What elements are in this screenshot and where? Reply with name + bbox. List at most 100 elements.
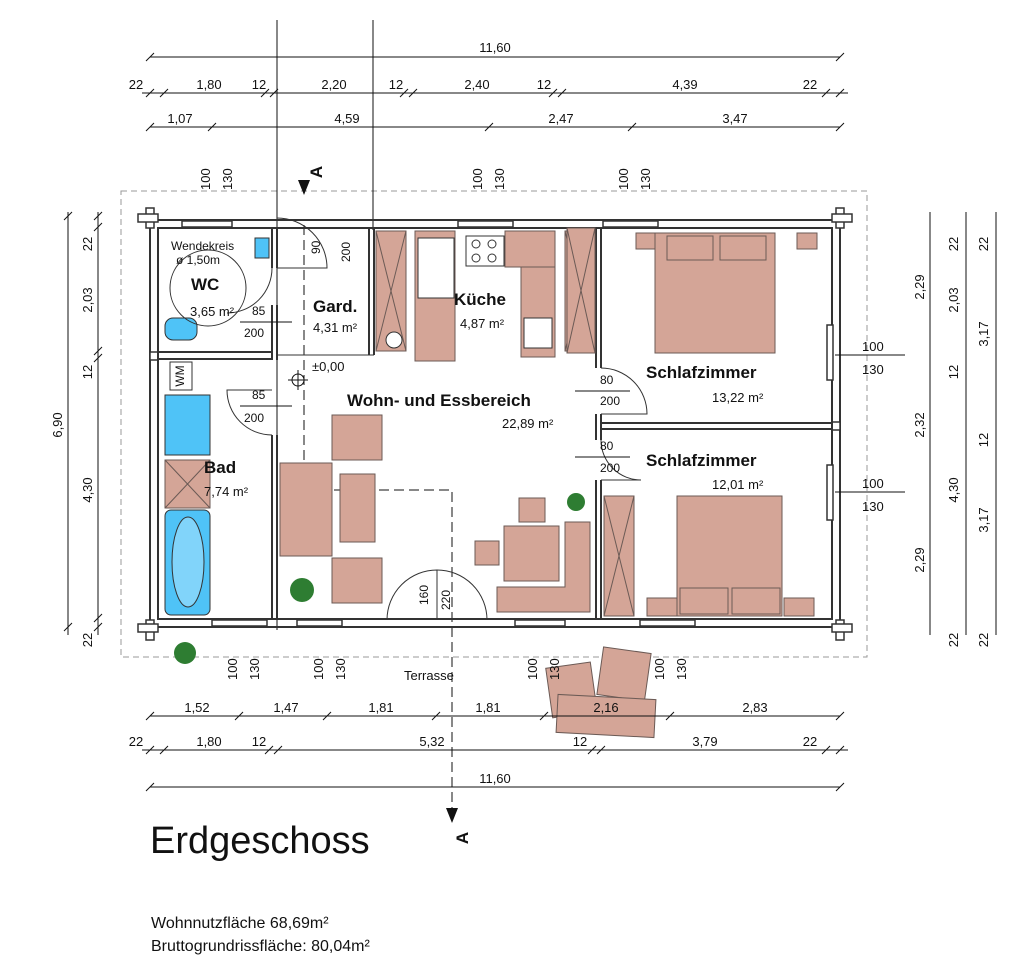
dim-left-part-0: 22 — [80, 237, 95, 251]
dim-left-part-2: 12 — [80, 365, 95, 379]
door-bad-w: 85 — [252, 388, 266, 402]
wc-note1: Wendekreis — [171, 239, 234, 253]
living-furniture — [279, 414, 591, 613]
dim-right-c-1: 3,17 — [976, 321, 991, 346]
win-bot2-b: 130 — [333, 658, 348, 680]
bedroom1-cross — [566, 227, 596, 354]
drawing-title: Erdgeschoss — [150, 820, 370, 862]
win-bot3-b: 130 — [547, 658, 562, 680]
dim-right-b-0: 22 — [946, 237, 961, 251]
drain — [385, 331, 403, 349]
kitchen-sink — [417, 237, 455, 299]
dim-right-a-1: 2,32 — [912, 412, 927, 437]
door-gard-w: 90 — [309, 240, 323, 254]
schlaf2-name: Schlafzimmer — [646, 451, 757, 470]
dim-right-c-2: 12 — [976, 433, 991, 447]
washing-machine — [169, 361, 193, 391]
door-schlaf2-w: 80 — [600, 439, 614, 453]
dim-left-part-3: 4,30 — [80, 477, 95, 502]
dim-top-row2-0: 22 — [129, 77, 143, 92]
terrasse-label: Terrasse — [404, 668, 454, 683]
wc-name: WC — [191, 275, 219, 294]
win-bot2-a: 100 — [311, 658, 326, 680]
gard-area: 4,31 m² — [313, 320, 358, 335]
win-right2-b: 130 — [862, 499, 884, 514]
kueche-area: 4,87 m² — [460, 316, 505, 331]
door-bad-h: 200 — [244, 411, 264, 425]
dim-top-row2-3: 2,20 — [321, 77, 346, 92]
dim-right-c-0: 22 — [976, 237, 991, 251]
dim-bottom-row2-0: 22 — [129, 734, 143, 749]
dim-right-b-3: 4,30 — [946, 477, 961, 502]
stove-burners — [471, 239, 497, 263]
dim-left-total: 6,90 — [50, 412, 65, 437]
bathtub-basin — [171, 516, 205, 608]
kitchen-stove — [465, 235, 505, 267]
win-top3-a: 100 — [616, 168, 631, 190]
dim-right-b-1: 2,03 — [946, 287, 961, 312]
sink-bad — [164, 394, 211, 456]
bedroom1-furniture — [566, 227, 818, 354]
dim-bottom-row2-3: 5,32 — [419, 734, 444, 749]
dim-right-c-3: 3,17 — [976, 507, 991, 532]
dim-bottom-row2-1: 1,80 — [196, 734, 221, 749]
dim-top-row3-0: 1,07 — [167, 111, 192, 126]
win-top1-b: 130 — [220, 168, 235, 190]
dim-bottom-row1-1: 1,47 — [273, 700, 298, 715]
door-wc-h: 200 — [244, 326, 264, 340]
door-schlaf2-h: 200 — [600, 461, 620, 475]
bedroom2-cross — [603, 495, 635, 617]
log-corners — [137, 207, 853, 641]
win-top3-b: 130 — [638, 168, 653, 190]
door-schlaf1-w: 80 — [600, 373, 614, 387]
bad-name: Bad — [204, 458, 236, 477]
windows — [181, 220, 834, 627]
dim-top-row2-7: 4,39 — [672, 77, 697, 92]
dim-bottom-total: 11,60 — [479, 771, 511, 786]
door-swings — [226, 217, 648, 621]
dim-bottom-row2-2: 12 — [252, 734, 266, 749]
win-right1-a: 100 — [862, 339, 884, 354]
dim-top-row2-8: 22 — [803, 77, 817, 92]
dim-bottom-row2-6: 22 — [803, 734, 817, 749]
dim-bottom-row1-3: 1,81 — [475, 700, 500, 715]
win-top1-a: 100 — [198, 168, 213, 190]
dim-top-row2-5: 2,40 — [464, 77, 489, 92]
win-bot4-a: 100 — [652, 658, 667, 680]
dim-top-row2-2: 12 — [252, 77, 266, 92]
dim-top-total: 11,60 — [479, 40, 511, 55]
dim-right-a-0: 2,29 — [912, 274, 927, 299]
win-top2-b: 130 — [492, 168, 507, 190]
info-wohnnutzflaeche: Wohnnutzfläche 68,69m² — [151, 915, 329, 932]
dim-bottom-row2-5: 3,79 — [692, 734, 717, 749]
dim-top-row3-1: 4,59 — [334, 111, 359, 126]
door-wc-w: 85 — [252, 304, 266, 318]
win-right1-b: 130 — [862, 362, 884, 377]
level-label: ±0,00 — [312, 359, 344, 374]
wc-note2: ø 1,50m — [176, 253, 220, 267]
wc-sink — [254, 237, 270, 259]
dim-top-row2-4: 12 — [389, 77, 403, 92]
dimension-lines — [67, 56, 997, 788]
dim-bottom-row1-5: 2,83 — [742, 700, 767, 715]
wc-area: 3,65 m² — [190, 304, 235, 319]
schlaf2-area: 12,01 m² — [712, 477, 764, 492]
bedroom2-furniture — [603, 495, 815, 617]
kueche-name: Küche — [454, 290, 506, 309]
section-arrow-top — [298, 180, 310, 195]
dim-top-row3-2: 2,47 — [548, 111, 573, 126]
dimension-ticks — [63, 52, 845, 792]
door-terr-w: 160 — [417, 585, 431, 605]
dim-left-part-1: 2,03 — [80, 287, 95, 312]
turning-circle — [169, 249, 247, 327]
win-top2-a: 100 — [470, 168, 485, 190]
shower-cross — [164, 459, 211, 509]
gard-name: Gard. — [313, 297, 357, 316]
roof-outline — [120, 190, 868, 658]
dim-top-row2-1: 1,80 — [196, 77, 221, 92]
